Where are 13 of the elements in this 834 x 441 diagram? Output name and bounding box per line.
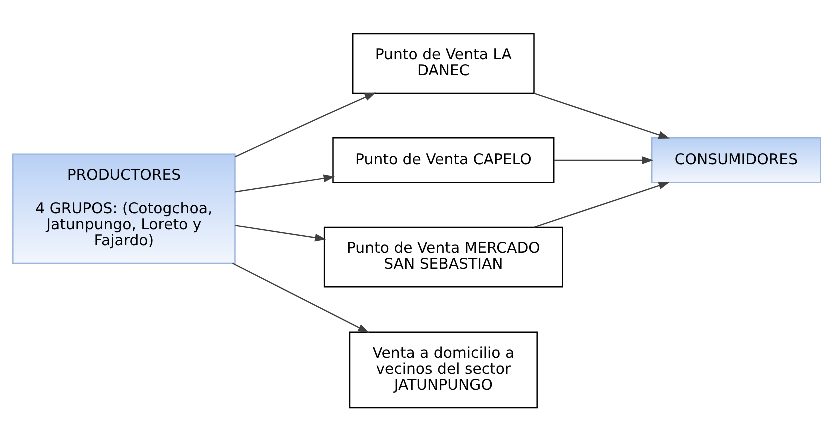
node-box: CONSUMIDORES [652, 137, 822, 183]
arrow [554, 156, 654, 164]
arrow [534, 182, 670, 228]
arrow [534, 92, 670, 138]
node-box: PRODUCTORES 4 GRUPOS: (Cotogchoa, Jatunpungo, Loreto y Fajardo) [12, 153, 236, 264]
node-box: Venta a domicilio a vecinos del sector JATUNPUNGO [349, 331, 538, 408]
arrow [235, 224, 326, 242]
arrow [232, 262, 370, 333]
arrow [235, 92, 376, 158]
node-box: Punto de Venta LA DANEC [352, 32, 535, 94]
node-box: Punto de Venta CAPELO [332, 137, 555, 183]
arrow [235, 174, 336, 192]
node-box: Punto de Venta MERCADO SAN SEBASTIAN [324, 226, 564, 288]
